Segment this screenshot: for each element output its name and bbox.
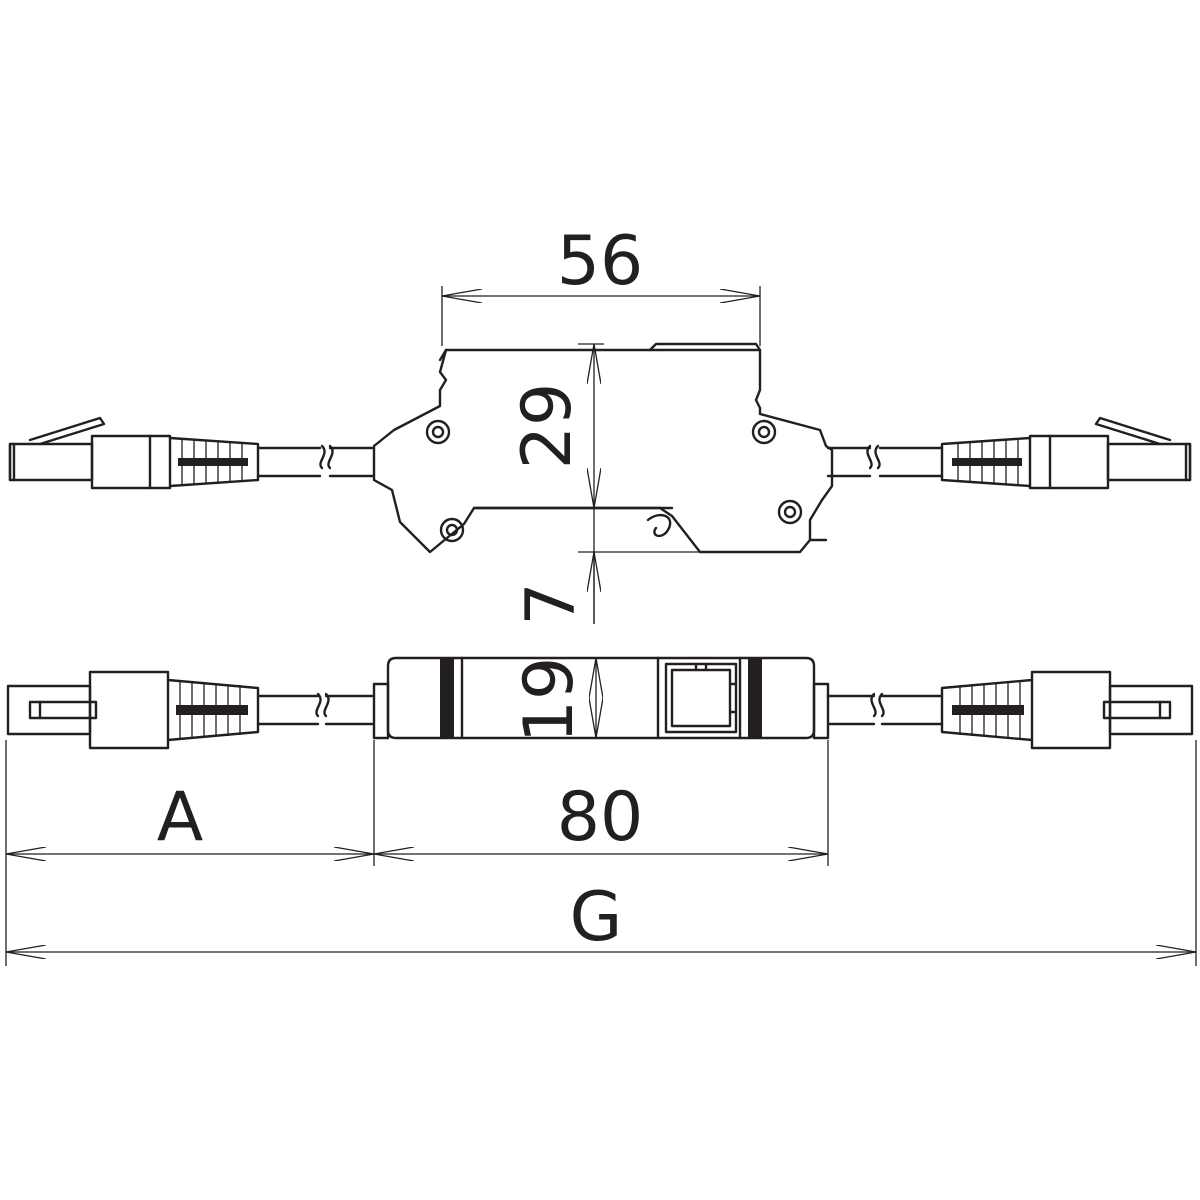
module-housing-side — [372, 342, 834, 554]
label-height-top: 29 — [508, 383, 587, 470]
rj45-socket — [664, 662, 738, 734]
plug-right-side — [826, 416, 1192, 490]
top-view: 19 A 80 G — [5, 656, 1197, 966]
label-height-bottom: 19 — [510, 657, 589, 744]
plug-left-side — [8, 416, 374, 490]
dimension-height-top: 29 — [508, 343, 604, 509]
label-width-top: 56 — [557, 222, 644, 301]
module-housing-top — [372, 656, 830, 740]
label-cable-length: A — [157, 778, 204, 857]
side-view: 56 29 7 — [8, 222, 1192, 626]
label-total-length: G — [570, 878, 623, 957]
label-rail-offset: 7 — [512, 582, 591, 625]
dimension-body-length: 80 — [374, 778, 828, 857]
label-body-length: 80 — [557, 778, 644, 857]
dimension-rail-offset: 7 — [512, 508, 700, 626]
plug-left-top — [6, 670, 374, 750]
dimension-width-top: 56 — [441, 222, 761, 346]
dimension-total-length: G — [6, 878, 1196, 957]
dimension-cable-length: A — [6, 778, 374, 857]
plug-right-top — [826, 670, 1194, 750]
dimension-height-bottom: 19 — [510, 657, 596, 744]
